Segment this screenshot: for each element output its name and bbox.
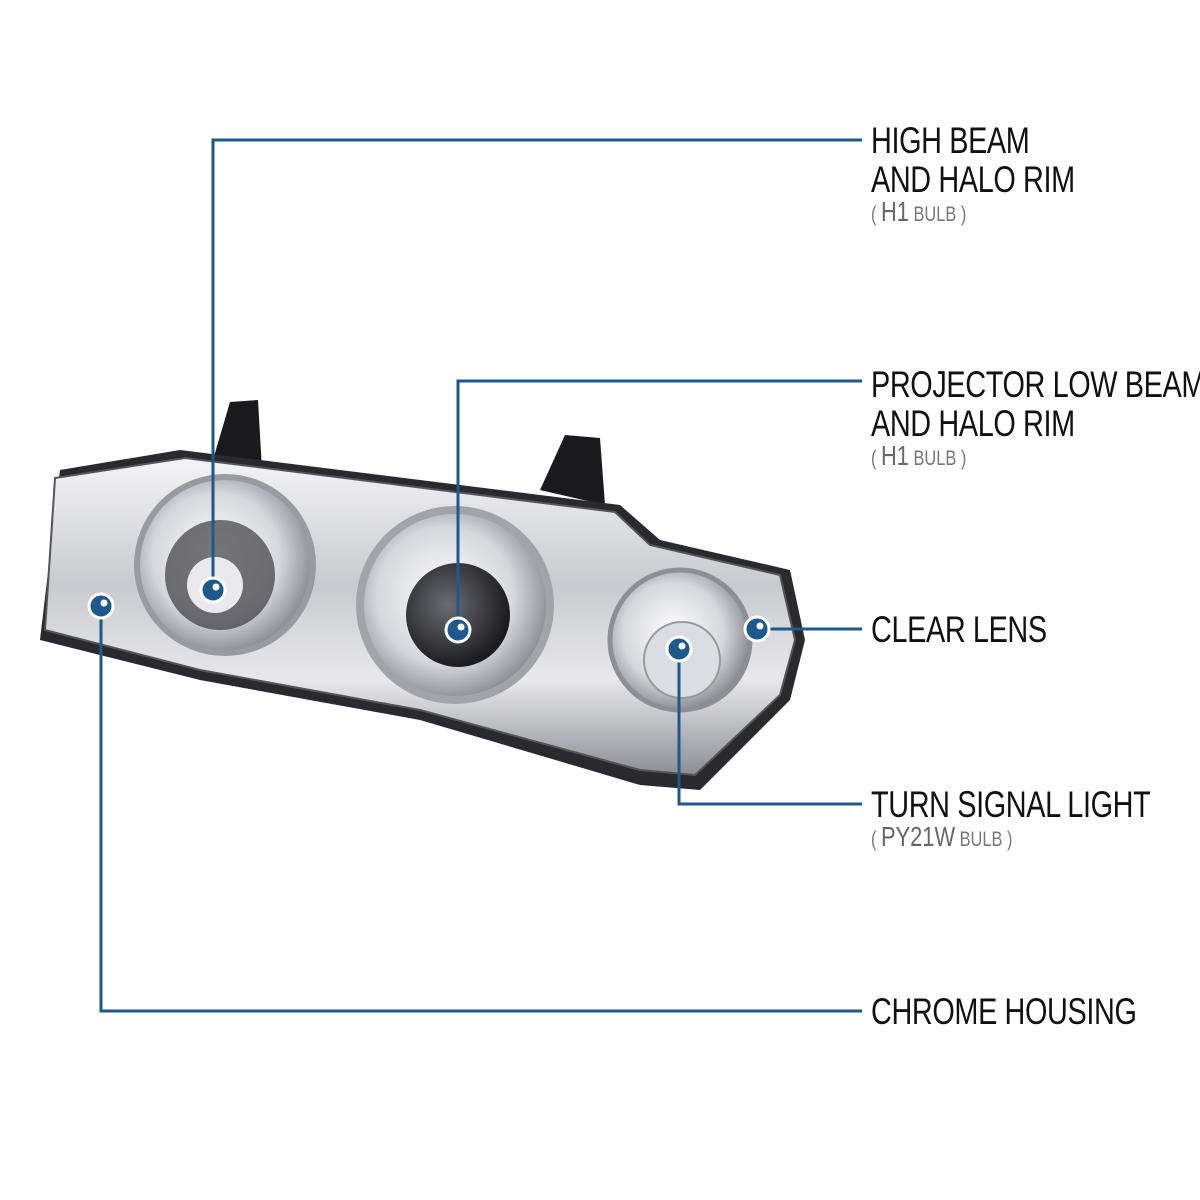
leader-high-beam bbox=[211, 138, 862, 590]
callout-high-beam: HIGH BEAM AND HALO RIM ( H1 BULB ) bbox=[871, 121, 1075, 228]
dot-turn-signal bbox=[665, 635, 693, 663]
callout-title: AND HALO RIM bbox=[871, 403, 1075, 444]
callout-title: TURN SIGNAL LIGHT bbox=[871, 784, 1151, 825]
dot-high-beam bbox=[199, 576, 227, 604]
dot-chrome-housing bbox=[87, 592, 115, 620]
callout-clear-lens: CLEAR LENS bbox=[871, 610, 1047, 649]
mount-bracket-right bbox=[540, 435, 605, 505]
mount-bracket-left bbox=[210, 400, 262, 470]
callout-title: AND HALO RIM bbox=[871, 159, 1075, 200]
callout-title: HIGH BEAM bbox=[871, 120, 1030, 161]
callout-projector: PROJECTOR LOW BEAM AND HALO RIM ( H1 )BU… bbox=[871, 365, 1200, 472]
bulb-spec: ( PY21W BULB ) bbox=[871, 821, 1013, 852]
bulb-spec: ( H1 BULB ) bbox=[871, 196, 967, 227]
leader-chrome-housing bbox=[99, 606, 862, 1013]
leader-lines bbox=[99, 138, 862, 1013]
callout-title: CLEAR LENS bbox=[871, 609, 1047, 650]
callout-chrome-housing: CHROME HOUSING bbox=[871, 992, 1137, 1031]
callout-dots bbox=[87, 576, 771, 663]
leader-turn-signal bbox=[677, 649, 862, 806]
callout-title: PROJECTOR LOW BEAM bbox=[871, 364, 1200, 405]
callout-title: CHROME HOUSING bbox=[871, 991, 1137, 1032]
callout-turn-signal: TURN SIGNAL LIGHT ( PY21W BULB ) bbox=[871, 784, 1151, 853]
leader-projector bbox=[456, 379, 862, 630]
dot-projector bbox=[444, 616, 472, 644]
bulb-spec: ( H1 )BULB ) bbox=[871, 440, 967, 471]
dot-clear-lens bbox=[743, 615, 771, 643]
